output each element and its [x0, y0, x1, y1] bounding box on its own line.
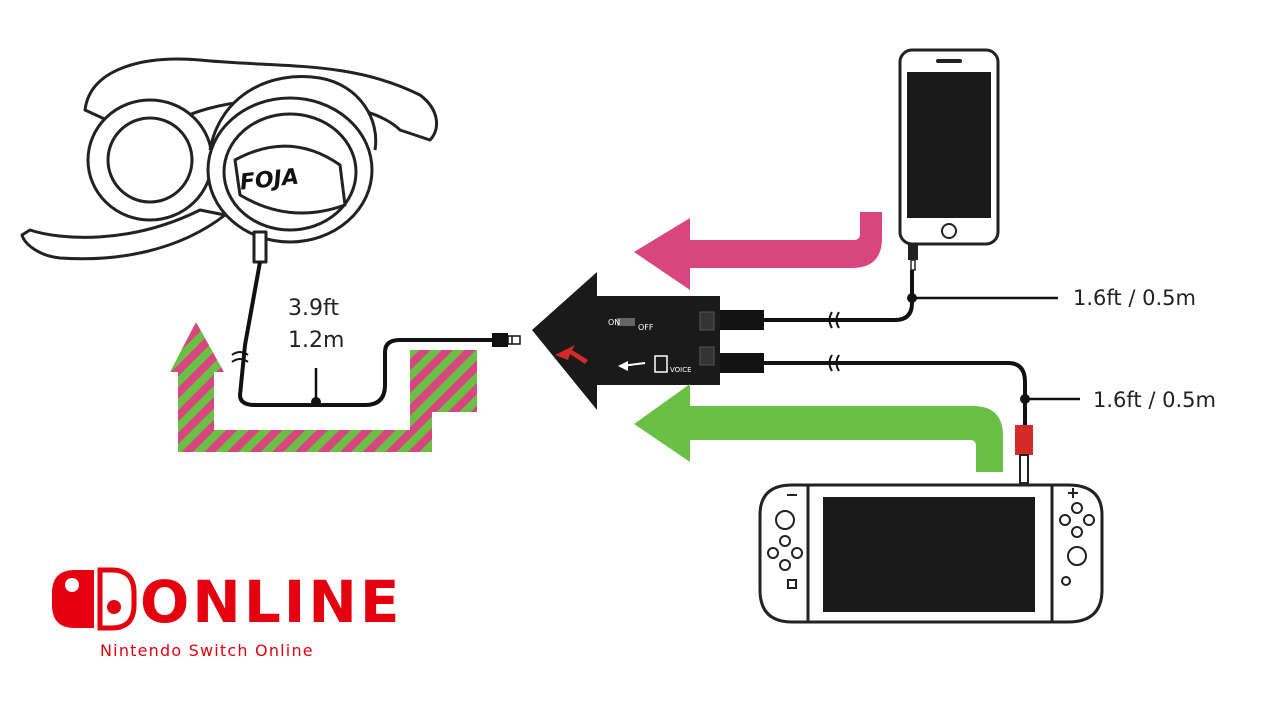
headset-brand-text: FOJA	[239, 165, 300, 196]
adapter-switch-off-label: OFF	[638, 323, 654, 332]
phone-audio-arrow	[634, 212, 882, 290]
length-pointer-dot	[311, 397, 321, 407]
headset-cable-length-label: 3.9ft 1.2m	[288, 293, 344, 357]
nintendo-switch-illustration	[758, 425, 1104, 624]
headset-cable-length-ft: 3.9ft	[288, 296, 339, 321]
headset-cable-length-m: 1.2m	[288, 328, 345, 353]
switch-cable-length-label: 1.6ft / 0.5m	[1093, 388, 1216, 412]
headset-cable	[237, 261, 500, 407]
phone-cable-length-label: 1.6ft / 0.5m	[1073, 286, 1196, 310]
combined-audio-arrow-body	[178, 352, 477, 452]
phone-cable	[720, 270, 914, 330]
headset-illustration	[20, 57, 439, 264]
online-logo-text: ONLINE	[140, 568, 403, 636]
cable-break-marker	[828, 311, 840, 329]
cable-break-marker	[231, 351, 249, 363]
online-logo-subtitle: Nintendo Switch Online	[100, 641, 314, 660]
headset-plug	[492, 333, 521, 347]
switch-audio-arrow	[634, 384, 1003, 472]
smartphone-illustration	[898, 48, 1000, 271]
combined-audio-arrowhead	[170, 322, 224, 372]
adapter-switch-on-label: ON	[608, 318, 620, 327]
cable-break-marker	[828, 354, 840, 372]
adapter-port-label: VOICE	[670, 366, 692, 374]
audio-splitter-adapter	[532, 272, 720, 410]
nintendo-switch-logo-icon	[52, 567, 137, 631]
switch-cable	[720, 353, 1027, 425]
